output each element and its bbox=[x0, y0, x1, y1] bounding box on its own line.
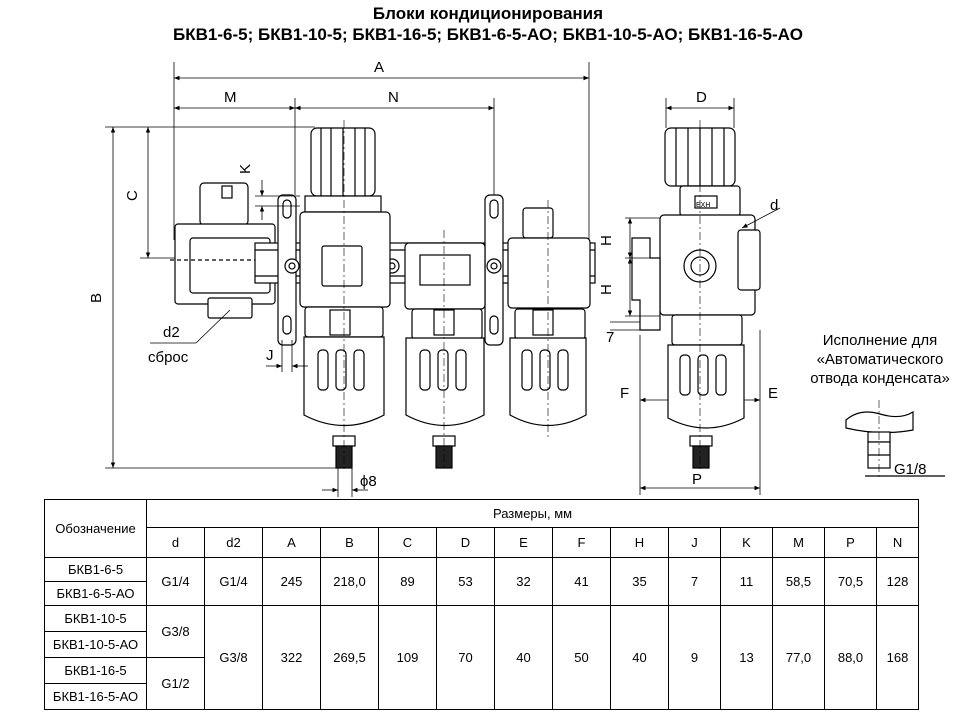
cell: 13 bbox=[720, 605, 773, 710]
cell: 109 bbox=[378, 605, 437, 710]
cell: 322 bbox=[262, 605, 321, 710]
cell: 88,0 bbox=[824, 605, 877, 710]
col-header: H bbox=[610, 527, 669, 558]
col-header: A bbox=[262, 527, 321, 558]
cell: 70,5 bbox=[824, 557, 877, 606]
model-name: БКВ1-10-5-АО bbox=[44, 631, 147, 658]
label-sbros: сброс bbox=[148, 349, 189, 366]
col-header: B bbox=[320, 527, 379, 558]
side-view bbox=[631, 120, 761, 472]
col-header: E bbox=[494, 527, 553, 558]
label-B: B bbox=[88, 293, 105, 303]
cell: 269,5 bbox=[320, 605, 379, 710]
label-exh: EXH bbox=[696, 202, 710, 209]
cell: 41 bbox=[552, 557, 611, 606]
cell: G1/4 bbox=[204, 557, 263, 606]
model-name: БКВ1-10-5 bbox=[44, 605, 147, 632]
cell: G3/8 bbox=[146, 605, 205, 658]
label-d2: d2 bbox=[163, 324, 180, 341]
cell: 218,0 bbox=[320, 557, 379, 606]
cell: 50 bbox=[552, 605, 611, 710]
model-name: БКВ1-16-5 bbox=[44, 657, 147, 684]
table-row: БКВ1-10-5-АО bbox=[44, 631, 919, 658]
cell: 70 bbox=[436, 605, 495, 710]
cell: G1/2 bbox=[146, 657, 205, 710]
label-K: K bbox=[237, 164, 254, 174]
front-view bbox=[170, 120, 596, 470]
col-header: N bbox=[875, 527, 920, 558]
note-line-3: отвода конденсата» bbox=[810, 370, 950, 387]
model-name: БКВ1-6-5-АО bbox=[44, 581, 147, 606]
label-J: J bbox=[266, 347, 274, 364]
label-P: P bbox=[692, 471, 702, 488]
label-H2: H bbox=[598, 284, 615, 295]
cell: 77,0 bbox=[772, 605, 825, 710]
table-row: БКВ1-16-5 G1/2 bbox=[44, 657, 919, 710]
col-header: P bbox=[824, 527, 877, 558]
column-header-row: d d2 A B C D E F H J K M P N bbox=[45, 527, 920, 558]
col-header: D bbox=[436, 527, 495, 558]
designation-header: Обозначение bbox=[44, 499, 147, 558]
cell: 32 bbox=[494, 557, 553, 606]
auto-drain-detail bbox=[845, 400, 945, 480]
col-header: F bbox=[552, 527, 611, 558]
label-E: E bbox=[768, 385, 778, 402]
unit-filter bbox=[404, 242, 486, 469]
unit-lubricator bbox=[507, 207, 591, 427]
col-header: M bbox=[772, 527, 825, 558]
title-line-1: Блоки кондиционирования bbox=[372, 4, 604, 23]
cell: 58,5 bbox=[772, 557, 825, 606]
label-A: A bbox=[374, 59, 384, 76]
col-header: d bbox=[146, 527, 205, 558]
cell: 40 bbox=[610, 605, 669, 710]
cell: 53 bbox=[436, 557, 495, 606]
label-g18: G1/8 bbox=[894, 461, 927, 478]
cell: 89 bbox=[378, 557, 437, 606]
label-d: d bbox=[770, 197, 778, 214]
table-row: БКВ1-10-5 G3/8 G3/8 322 269,5 109 70 40 … bbox=[44, 605, 920, 710]
front-dimensions bbox=[105, 62, 590, 497]
label-D: D bbox=[696, 89, 707, 106]
title-line-2: БКВ1-6-5; БКВ1-10-5; БКВ1-16-5; БКВ1-6-5… bbox=[173, 25, 803, 44]
cell: 245 bbox=[262, 557, 321, 606]
col-header: K bbox=[720, 527, 773, 558]
dimensions-table: Обозначение Размеры, мм d d2 A B C D E F… bbox=[44, 499, 920, 710]
note-line-1: Исполнение для bbox=[822, 332, 938, 349]
table-row: БКВ1-6-5-АО bbox=[44, 581, 919, 606]
technical-drawing: A M N K C B J d2 сброс ϕ8 D d H H 7 F E … bbox=[88, 59, 945, 497]
cell: G1/4 bbox=[146, 557, 205, 606]
table-row: БКВ1-6-5 G1/4 G1/4 245 218,0 89 53 32 41… bbox=[44, 557, 920, 606]
side-dimensions bbox=[610, 98, 781, 495]
sizes-header: Размеры, мм bbox=[145, 499, 920, 528]
cell: 7 bbox=[668, 557, 721, 606]
unit-filter-regulator bbox=[299, 211, 391, 469]
label-N: N bbox=[388, 89, 399, 106]
model-name: БКВ1-16-5-АО bbox=[44, 683, 147, 710]
label-M: M bbox=[224, 89, 237, 106]
cell: 128 bbox=[875, 557, 920, 606]
cell: 35 bbox=[610, 557, 669, 606]
label-F: F bbox=[620, 385, 629, 402]
model-name: БКВ1-6-5 bbox=[44, 557, 147, 582]
label-seven: 7 bbox=[606, 329, 614, 346]
regulator-knob bbox=[304, 127, 382, 213]
label-phi8: ϕ8 bbox=[360, 473, 377, 490]
col-header: d2 bbox=[204, 527, 263, 558]
cell: 168 bbox=[875, 605, 920, 710]
note-line-2: «Автоматического bbox=[816, 351, 944, 368]
cell: 40 bbox=[494, 605, 553, 710]
label-H1: H bbox=[598, 235, 615, 246]
col-header: J bbox=[668, 527, 721, 558]
cell: G3/8 bbox=[204, 605, 263, 710]
auto-drain-note: Исполнение для «Автоматического отвода к… bbox=[795, 331, 965, 388]
cell: 9 bbox=[668, 605, 721, 710]
label-C: C bbox=[124, 190, 141, 201]
cell: 11 bbox=[720, 557, 773, 606]
table-row: БКВ1-16-5-АО bbox=[44, 683, 919, 710]
col-header: C bbox=[378, 527, 437, 558]
